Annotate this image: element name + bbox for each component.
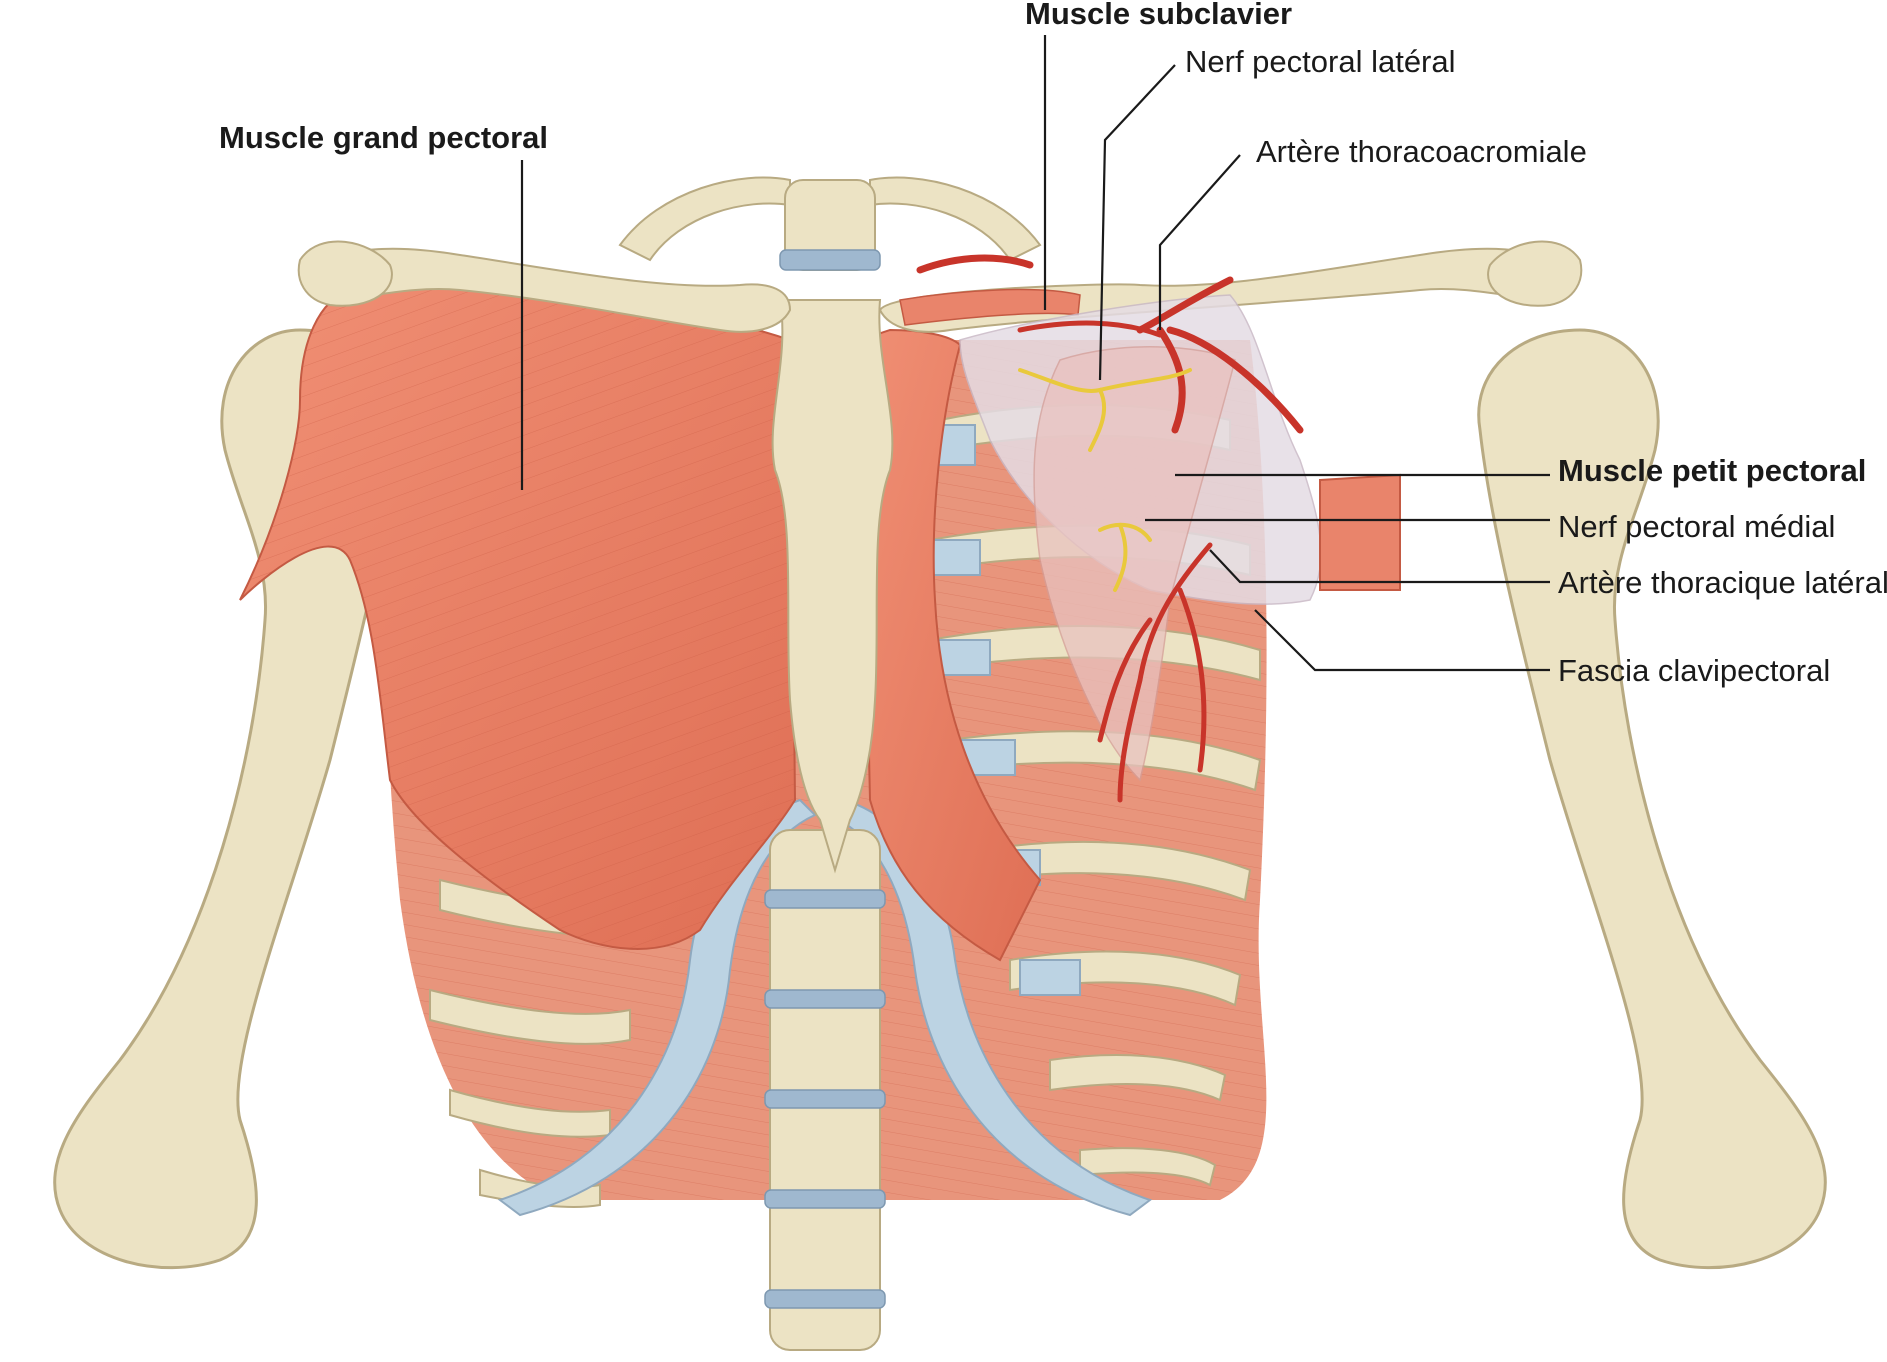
right-acromion	[1487, 240, 1583, 307]
leader-artere-thoracoacromiale	[1158, 154, 1241, 330]
left-clavicle	[312, 247, 792, 333]
left-acromion	[297, 240, 393, 307]
pectoral-nerves	[1018, 368, 1192, 592]
thoracoacromial-artery	[916, 254, 1304, 434]
label-petit-pectoral: Muscle petit pectoral	[1558, 453, 1866, 488]
first-ribs	[618, 176, 1042, 262]
label-nerf-pectoral-lateral: Nerf pectoral latéral	[1185, 44, 1456, 79]
vertebral-column	[764, 829, 886, 1351]
leader-artere-laterale	[1209, 549, 1550, 584]
cervical-disc	[779, 249, 881, 271]
leader-nerf-lateral	[1098, 64, 1176, 381]
leader-lines	[520, 35, 1550, 672]
label-nerf-pectoral-medial: Nerf pectoral médial	[1558, 509, 1835, 544]
lateral-thoracic-artery	[1097, 542, 1213, 803]
sternum	[771, 299, 894, 874]
label-grand-pectoral: Muscle grand pectoral	[219, 120, 548, 155]
label-fascia-clavipectoral: Fascia clavipectoral	[1558, 653, 1830, 688]
pectoralis-major-fibers	[240, 287, 795, 949]
label-subclavier: Muscle subclavier	[1025, 0, 1292, 31]
label-artere-thoracique-laterale: Artère thoracique latérale	[1558, 565, 1887, 600]
deltoid-cut	[1319, 473, 1401, 591]
right-humerus	[1477, 328, 1827, 1270]
leader-fascia	[1254, 609, 1550, 672]
label-artere-thoracoacromiale: Artère thoracoacromiale	[1256, 134, 1587, 169]
